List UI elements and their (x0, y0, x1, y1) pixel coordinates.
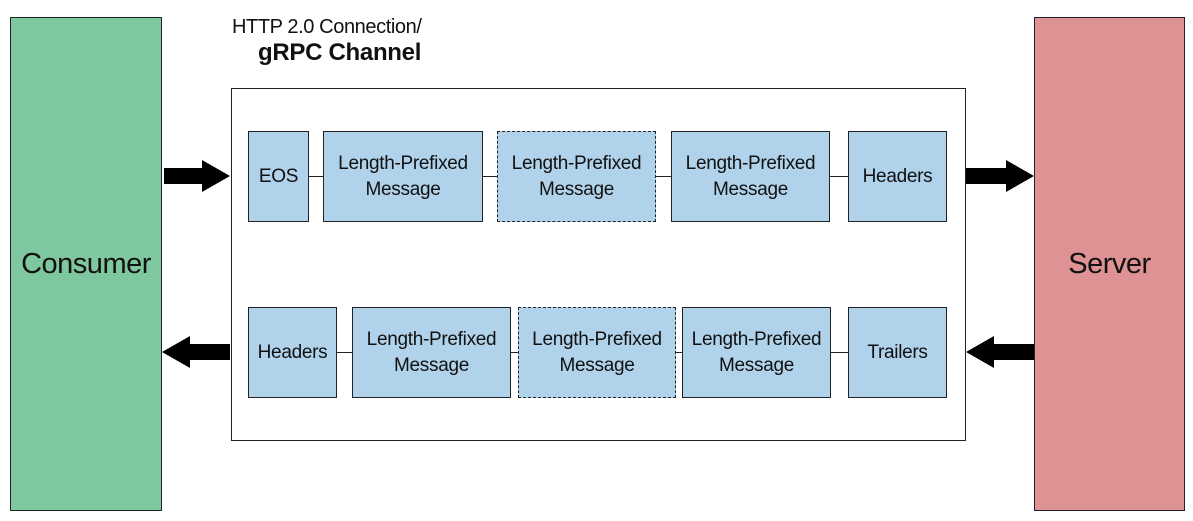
request-connector (482, 176, 498, 177)
response-connector (675, 352, 683, 353)
request-message-frame: Length-Prefixed Message (323, 131, 483, 222)
request-connector (308, 176, 324, 177)
request-message-frame: Length-Prefixed Message (671, 131, 830, 222)
server-box: Server (1034, 17, 1185, 511)
response-connector (336, 352, 353, 353)
arrow-left-icon (966, 336, 1034, 368)
message-label-line1: Length-Prefixed (366, 328, 497, 350)
server-label: Server (1068, 247, 1151, 280)
message-label-line2: Message (559, 354, 635, 376)
message-label-line1: Headers (257, 341, 328, 363)
response-connector (830, 352, 849, 353)
connection-title-line2: gRPC Channel (258, 39, 422, 66)
message-label-line2: Message (539, 178, 614, 200)
message-label-line2: Message (365, 178, 441, 200)
message-label-line1: Length-Prefixed (338, 152, 468, 174)
request-connector (829, 176, 849, 177)
message-label-line2: Message (713, 178, 788, 200)
message-label-line1: Headers (862, 165, 933, 187)
message-label-line1: Trailers (867, 341, 928, 363)
message-label-line1: Length-Prefixed (691, 328, 822, 350)
response-message-frame-optional: Length-Prefixed Message (518, 307, 676, 398)
arrow-left-icon (162, 336, 230, 368)
message-label-line1: Length-Prefixed (511, 152, 642, 174)
message-label-line1: EOS (258, 165, 299, 187)
request-connector (655, 176, 672, 177)
message-label-line2: Message (394, 354, 469, 376)
request-eos-frame: EOS (248, 131, 309, 222)
arrow-right-icon (966, 160, 1034, 192)
response-message-frame: Length-Prefixed Message (352, 307, 511, 398)
arrow-right-icon (164, 160, 230, 192)
consumer-box: Consumer (10, 17, 162, 511)
message-label-line1: Length-Prefixed (685, 152, 816, 174)
request-headers-frame: Headers (848, 131, 947, 222)
response-connector (510, 352, 519, 353)
request-message-frame-optional: Length-Prefixed Message (497, 131, 656, 222)
message-label-line1: Length-Prefixed (532, 328, 662, 350)
grpc-channel-frame (231, 88, 966, 441)
response-headers-frame: Headers (248, 307, 337, 398)
message-label-line2: Message (719, 354, 794, 376)
connection-title-line1: HTTP 2.0 Connection/ (232, 16, 422, 38)
response-message-frame: Length-Prefixed Message (682, 307, 831, 398)
consumer-label: Consumer (21, 247, 151, 280)
connection-title: HTTP 2.0 Connection/ gRPC Channel (232, 16, 422, 67)
response-trailers-frame: Trailers (848, 307, 947, 398)
